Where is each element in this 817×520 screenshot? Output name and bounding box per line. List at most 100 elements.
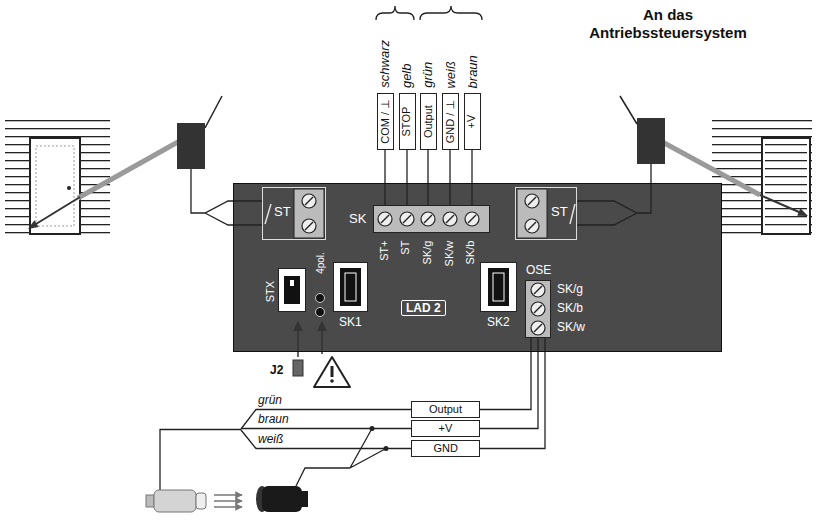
garage-door-slats	[765, 142, 807, 230]
wire-color: weiß	[442, 61, 458, 88]
node-label: Output	[421, 105, 434, 138]
sensor-wire	[577, 164, 651, 225]
photocell-wire	[241, 410, 411, 430]
door-knob	[67, 186, 71, 190]
signal-box: GND	[411, 440, 480, 457]
node-label: ST	[551, 204, 568, 220]
jumper-label: J2	[270, 363, 283, 377]
pin-label: ST+	[378, 240, 391, 260]
garage-door	[762, 138, 810, 234]
terminal-block: OSESK/gSK/bSK/w	[525, 280, 551, 338]
wire-connector	[480, 338, 545, 449]
warning-triangle	[314, 357, 350, 387]
junction-dot	[384, 446, 389, 451]
signal-box: COM / ⊥	[377, 93, 394, 150]
photocell-emitter	[154, 490, 196, 512]
emitter-cable	[160, 430, 241, 491]
wire-connector	[406, 150, 407, 205]
wire-connector	[449, 150, 450, 205]
screw-block	[517, 189, 547, 238]
brace	[376, 6, 414, 20]
warning-dot	[330, 379, 334, 383]
node-label: +V	[439, 422, 453, 435]
signal-box: STOP	[399, 93, 416, 150]
node-label: OSE	[526, 263, 551, 277]
node-label: STX	[264, 280, 277, 301]
light-beam	[214, 506, 242, 508]
safety-sensor	[177, 123, 205, 169]
circuit-board: LAD 2STSKSTSTXSK1SK2OSESK/gSK/bSK/w	[233, 183, 722, 352]
connector-socket: SK1	[333, 262, 368, 312]
photocell-receiver	[262, 486, 302, 512]
board-fill	[233, 183, 722, 352]
light-beam	[214, 500, 242, 502]
sensor-mount	[620, 96, 637, 124]
sensor-mount	[205, 96, 222, 128]
pin-label: SK/g	[421, 240, 434, 264]
node-label: GND	[434, 442, 458, 455]
wire-color: schwarz	[377, 40, 393, 88]
safety-sensor	[637, 118, 665, 164]
terminal-block: ST	[262, 187, 326, 240]
socket-inner	[493, 273, 504, 301]
door-arm-arrow	[36, 197, 80, 224]
warning-mark	[331, 366, 334, 377]
node-label: ST	[274, 204, 291, 220]
pin-label: ST	[399, 240, 412, 254]
signal-box: +V	[411, 420, 480, 437]
emitter-lens	[196, 493, 206, 509]
switch-symbol	[265, 204, 575, 224]
socket-slot	[340, 268, 361, 306]
socket-body	[333, 262, 368, 312]
signal-box: Output	[411, 401, 480, 418]
screw-slots	[305, 197, 542, 332]
wire-color: braun	[464, 55, 480, 88]
wire-color: weiß	[258, 432, 283, 446]
brace	[420, 6, 482, 20]
wire-color: grün	[258, 393, 282, 407]
wire-connector	[384, 150, 385, 205]
jumper-note: 4pol.	[315, 252, 327, 274]
wire-connector	[480, 338, 531, 410]
signal-box: +V	[464, 93, 481, 150]
jumper-icon	[293, 360, 303, 376]
pin-label: SK/b	[464, 240, 477, 264]
signal-box: GND / ⊥	[442, 93, 459, 150]
receiver-cable	[296, 429, 386, 487]
node-label: STOP	[400, 107, 413, 137]
pointer-arrow	[321, 322, 323, 354]
door-arm-arrow	[760, 195, 800, 213]
node-label: SK2	[487, 315, 510, 329]
node-label: SK1	[339, 315, 362, 329]
terminal-block: ST	[515, 187, 577, 240]
wire-connector	[471, 150, 472, 205]
socket-slot	[284, 276, 300, 304]
pin-label: SK/w	[443, 240, 456, 266]
screws	[302, 194, 545, 335]
connector-socket: STX	[278, 268, 306, 312]
arrow-head	[797, 208, 808, 216]
door	[30, 138, 80, 234]
connector-socket: SK2	[480, 262, 517, 312]
node-label: COM / ⊥	[379, 99, 392, 143]
wire-color: braun	[258, 412, 289, 426]
door-arm	[78, 138, 185, 198]
sensor-wire	[191, 169, 262, 225]
node-label: Output	[429, 403, 462, 416]
wire-color: gelb	[399, 63, 415, 88]
jumper-pin	[316, 294, 325, 303]
node-sublabel: SK/w	[557, 320, 585, 334]
node-label: +V	[465, 115, 478, 129]
photocell-wire	[241, 430, 411, 449]
junction-dot	[370, 426, 375, 431]
photocell-wire	[241, 428, 411, 429]
door-panel	[36, 146, 74, 226]
wire-connector	[427, 150, 428, 205]
jumper-pin	[316, 308, 325, 317]
building-wall	[5, 118, 110, 234]
node-sublabel: SK/b	[557, 301, 583, 315]
diagram-title: An das Antriebssteuersystem	[583, 6, 753, 42]
emitter-tail	[146, 495, 154, 507]
socket-body	[480, 262, 517, 312]
arrow-head	[28, 220, 39, 229]
